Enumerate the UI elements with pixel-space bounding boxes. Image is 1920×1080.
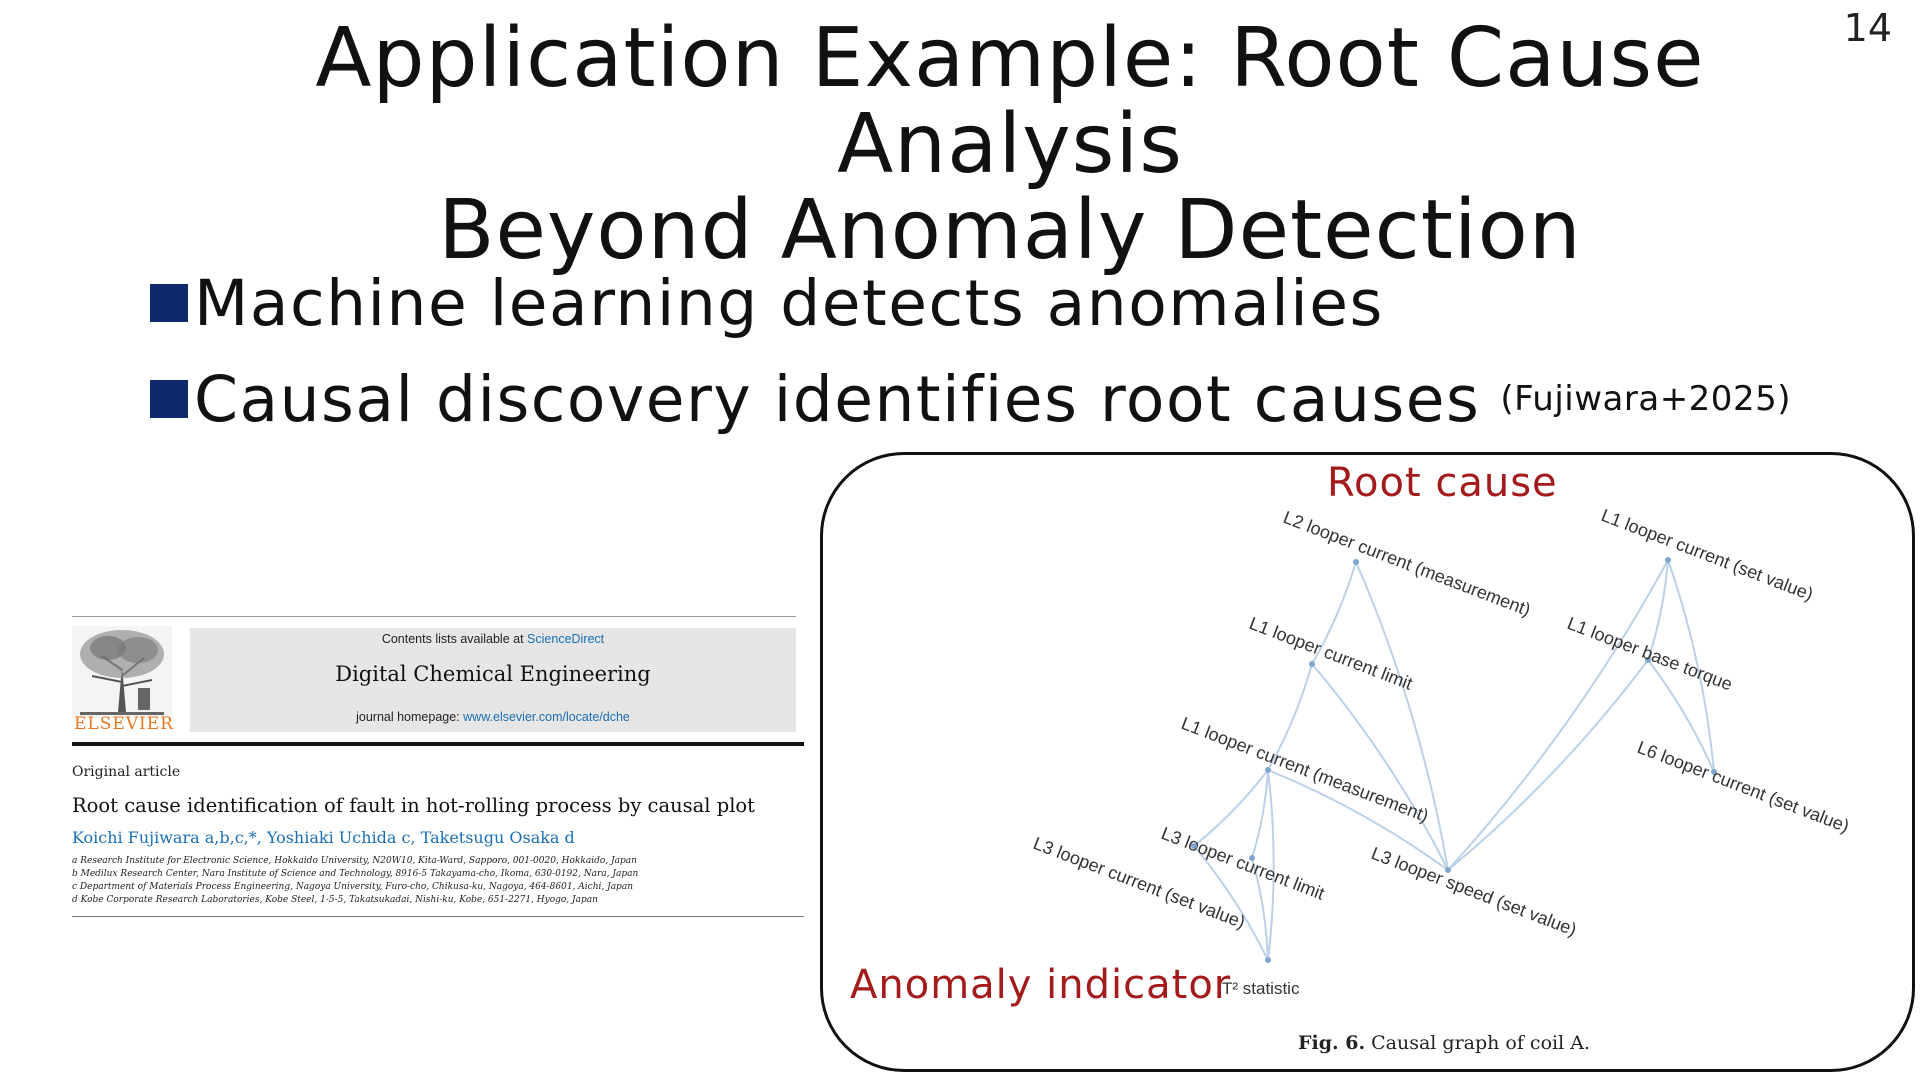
graph-node-label: L6 looper current (set value) bbox=[1635, 737, 1852, 836]
bullet-list: Machine learning detects anomalies Causa… bbox=[150, 255, 1791, 447]
figure-caption-number: Fig. 6. bbox=[1298, 1032, 1366, 1054]
graph-edge bbox=[1311, 663, 1449, 871]
graph-edge bbox=[1267, 769, 1275, 961]
figure-caption-text: Causal graph of coil A. bbox=[1371, 1032, 1590, 1054]
bullet-text: Causal discovery identifies root causes bbox=[194, 362, 1481, 436]
bullet-item: Machine learning detects anomalies bbox=[150, 255, 1791, 351]
graph-edge bbox=[1447, 559, 1669, 871]
graph-node-label: L2 looper current (measurement) bbox=[1281, 507, 1534, 620]
homepage-link[interactable]: www.elsevier.com/locate/dche bbox=[463, 710, 630, 724]
article-type: Original article bbox=[72, 764, 181, 780]
slide-number: 14 bbox=[1843, 6, 1892, 50]
article-header: ELSEVIER Contents lists available at Sci… bbox=[72, 616, 804, 917]
graph-node-label: L1 looper base torque bbox=[1565, 613, 1736, 694]
contents-line: Contents lists available at ScienceDirec… bbox=[190, 632, 796, 646]
bullet-item: Causal discovery identifies root causes … bbox=[150, 351, 1791, 447]
graph-node bbox=[1665, 557, 1671, 563]
graph-node-label: L3 looper speed (set value) bbox=[1369, 843, 1580, 940]
graph-edge bbox=[1311, 561, 1357, 665]
graph-node-label: T² statistic bbox=[1222, 979, 1300, 998]
graph-node bbox=[1191, 843, 1197, 849]
figure-caption: Fig. 6. Causal graph of coil A. bbox=[1298, 1032, 1590, 1054]
root-cause-label: Root cause bbox=[1327, 460, 1558, 506]
homepage-line: journal homepage: www.elsevier.com/locat… bbox=[190, 710, 796, 724]
journal-name: Digital Chemical Engineering bbox=[335, 662, 651, 686]
graph-node bbox=[1645, 657, 1651, 663]
article-title: Root cause identification of fault in ho… bbox=[72, 794, 756, 817]
journal-header-box: Contents lists available at ScienceDirec… bbox=[190, 628, 796, 732]
slide-title: Application Example: Root Cause Analysis… bbox=[200, 16, 1820, 274]
figure-frame bbox=[820, 452, 1915, 1072]
divider bbox=[72, 916, 804, 917]
homepage-prefix: journal homepage: bbox=[356, 710, 460, 724]
anomaly-indicator-label: Anomaly indicator bbox=[850, 962, 1232, 1008]
graph-edge bbox=[1647, 659, 1715, 773]
contents-prefix: Contents lists available at bbox=[381, 632, 524, 646]
graph-node bbox=[1265, 957, 1271, 963]
affiliation: c Department of Materials Process Engine… bbox=[72, 882, 633, 892]
divider bbox=[72, 616, 796, 617]
graph-node bbox=[1265, 767, 1271, 773]
graph-edge bbox=[1193, 845, 1269, 961]
bullet-square-icon bbox=[150, 284, 188, 322]
affiliation: b Medilux Research Center, Nara Institut… bbox=[72, 869, 639, 879]
graph-node bbox=[1353, 559, 1359, 565]
divider bbox=[72, 742, 804, 746]
citation: (Fujiwara+2025) bbox=[1500, 379, 1791, 419]
graph-node bbox=[1309, 661, 1315, 667]
graph-node bbox=[1445, 867, 1451, 873]
bullet-text: Machine learning detects anomalies bbox=[194, 266, 1384, 340]
article-authors: Koichi Fujiwara a,b,c,*, Yoshiaki Uchida… bbox=[72, 828, 575, 847]
slide-title-line-1: Application Example: Root Cause Analysis bbox=[315, 11, 1705, 192]
graph-edge bbox=[1193, 769, 1269, 847]
graph-edge bbox=[1355, 561, 1449, 871]
graph-edge bbox=[1447, 659, 1649, 871]
graph-edge bbox=[1267, 663, 1313, 771]
graph-edge bbox=[1647, 559, 1669, 661]
affiliation: a Research Institute for Electronic Scie… bbox=[72, 856, 637, 866]
sciencedirect-link[interactable]: ScienceDirect bbox=[527, 632, 605, 646]
bullet-square-icon bbox=[150, 380, 188, 418]
graph-node-label: L1 looper current (measurement) bbox=[1179, 713, 1432, 826]
graph-node-label: L1 looper current limit bbox=[1247, 613, 1416, 694]
graph-edge bbox=[1267, 769, 1449, 871]
graph-edge bbox=[1251, 769, 1269, 859]
graph-node-label: L1 looper current (set value) bbox=[1599, 505, 1816, 604]
graph-edge bbox=[1251, 857, 1269, 961]
graph-node bbox=[1711, 769, 1717, 775]
elsevier-tree-logo-icon bbox=[72, 626, 172, 718]
graph-node bbox=[1249, 855, 1255, 861]
affiliation: d Kobe Corporate Research Laboratories, … bbox=[72, 895, 598, 905]
slide-title-line-2: Beyond Anomaly Detection bbox=[438, 183, 1582, 278]
publisher-name: ELSEVIER bbox=[74, 714, 174, 734]
graph-edge bbox=[1667, 559, 1715, 773]
